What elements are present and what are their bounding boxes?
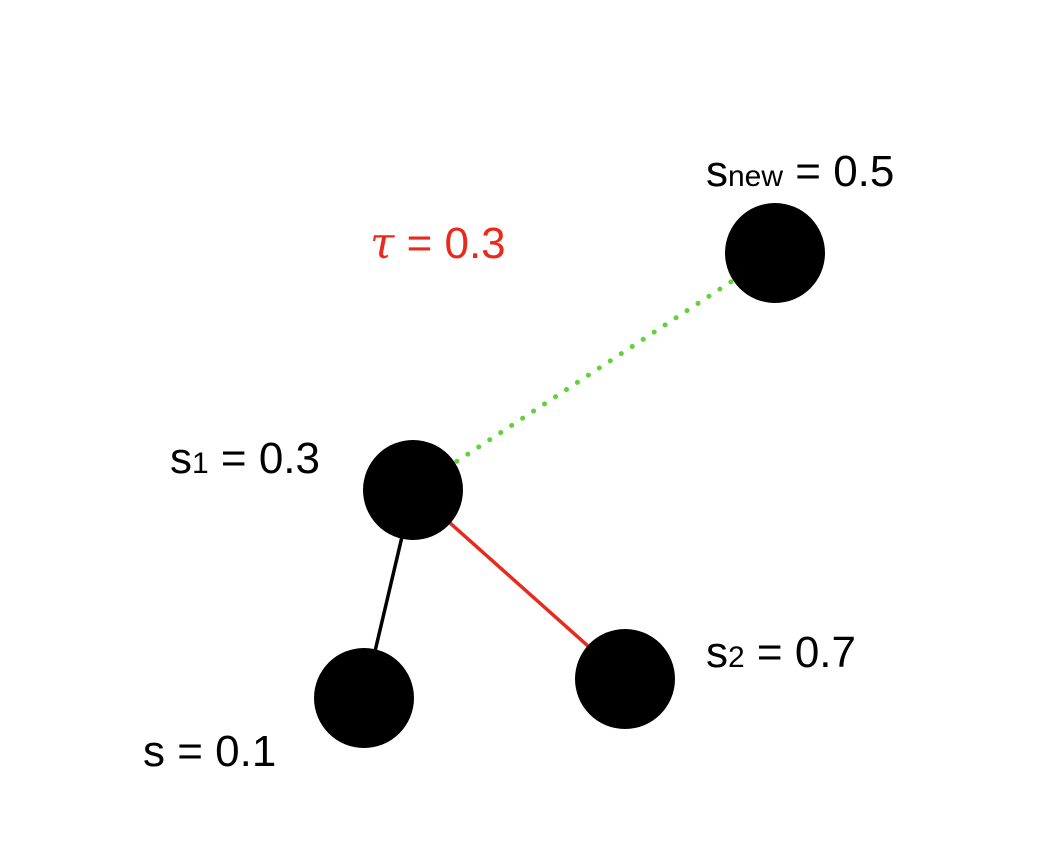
label-s2-sub: 2 — [728, 641, 745, 674]
threshold-value: = 0.3 — [394, 219, 505, 268]
label-snew-value: = 0.5 — [783, 147, 894, 196]
label-s2-value: = 0.7 — [745, 628, 856, 677]
label-snew-sub: new — [728, 160, 783, 193]
node-s1 — [363, 440, 463, 540]
label-s1-sub: 1 — [192, 447, 209, 480]
threshold-symbol: τ — [370, 218, 395, 269]
label-s-value: = 0.1 — [165, 727, 276, 776]
label-s1: s1 = 0.3 — [170, 434, 320, 483]
label-s1-value: = 0.3 — [209, 434, 320, 483]
node-snew — [725, 203, 825, 303]
edge-s1-snew — [410, 250, 778, 493]
label-s2-base: s — [706, 628, 728, 677]
label-s: s = 0.1 — [143, 727, 276, 776]
threshold-label: τ = 0.3 — [370, 218, 506, 269]
label-s2: s2 = 0.7 — [706, 628, 856, 677]
label-s1-base: s — [170, 434, 192, 483]
label-snew-base: s — [706, 147, 728, 196]
node-s2 — [575, 629, 675, 729]
label-s-base: s — [143, 727, 165, 776]
label-snew: snew = 0.5 — [706, 147, 894, 196]
node-s — [314, 648, 414, 748]
